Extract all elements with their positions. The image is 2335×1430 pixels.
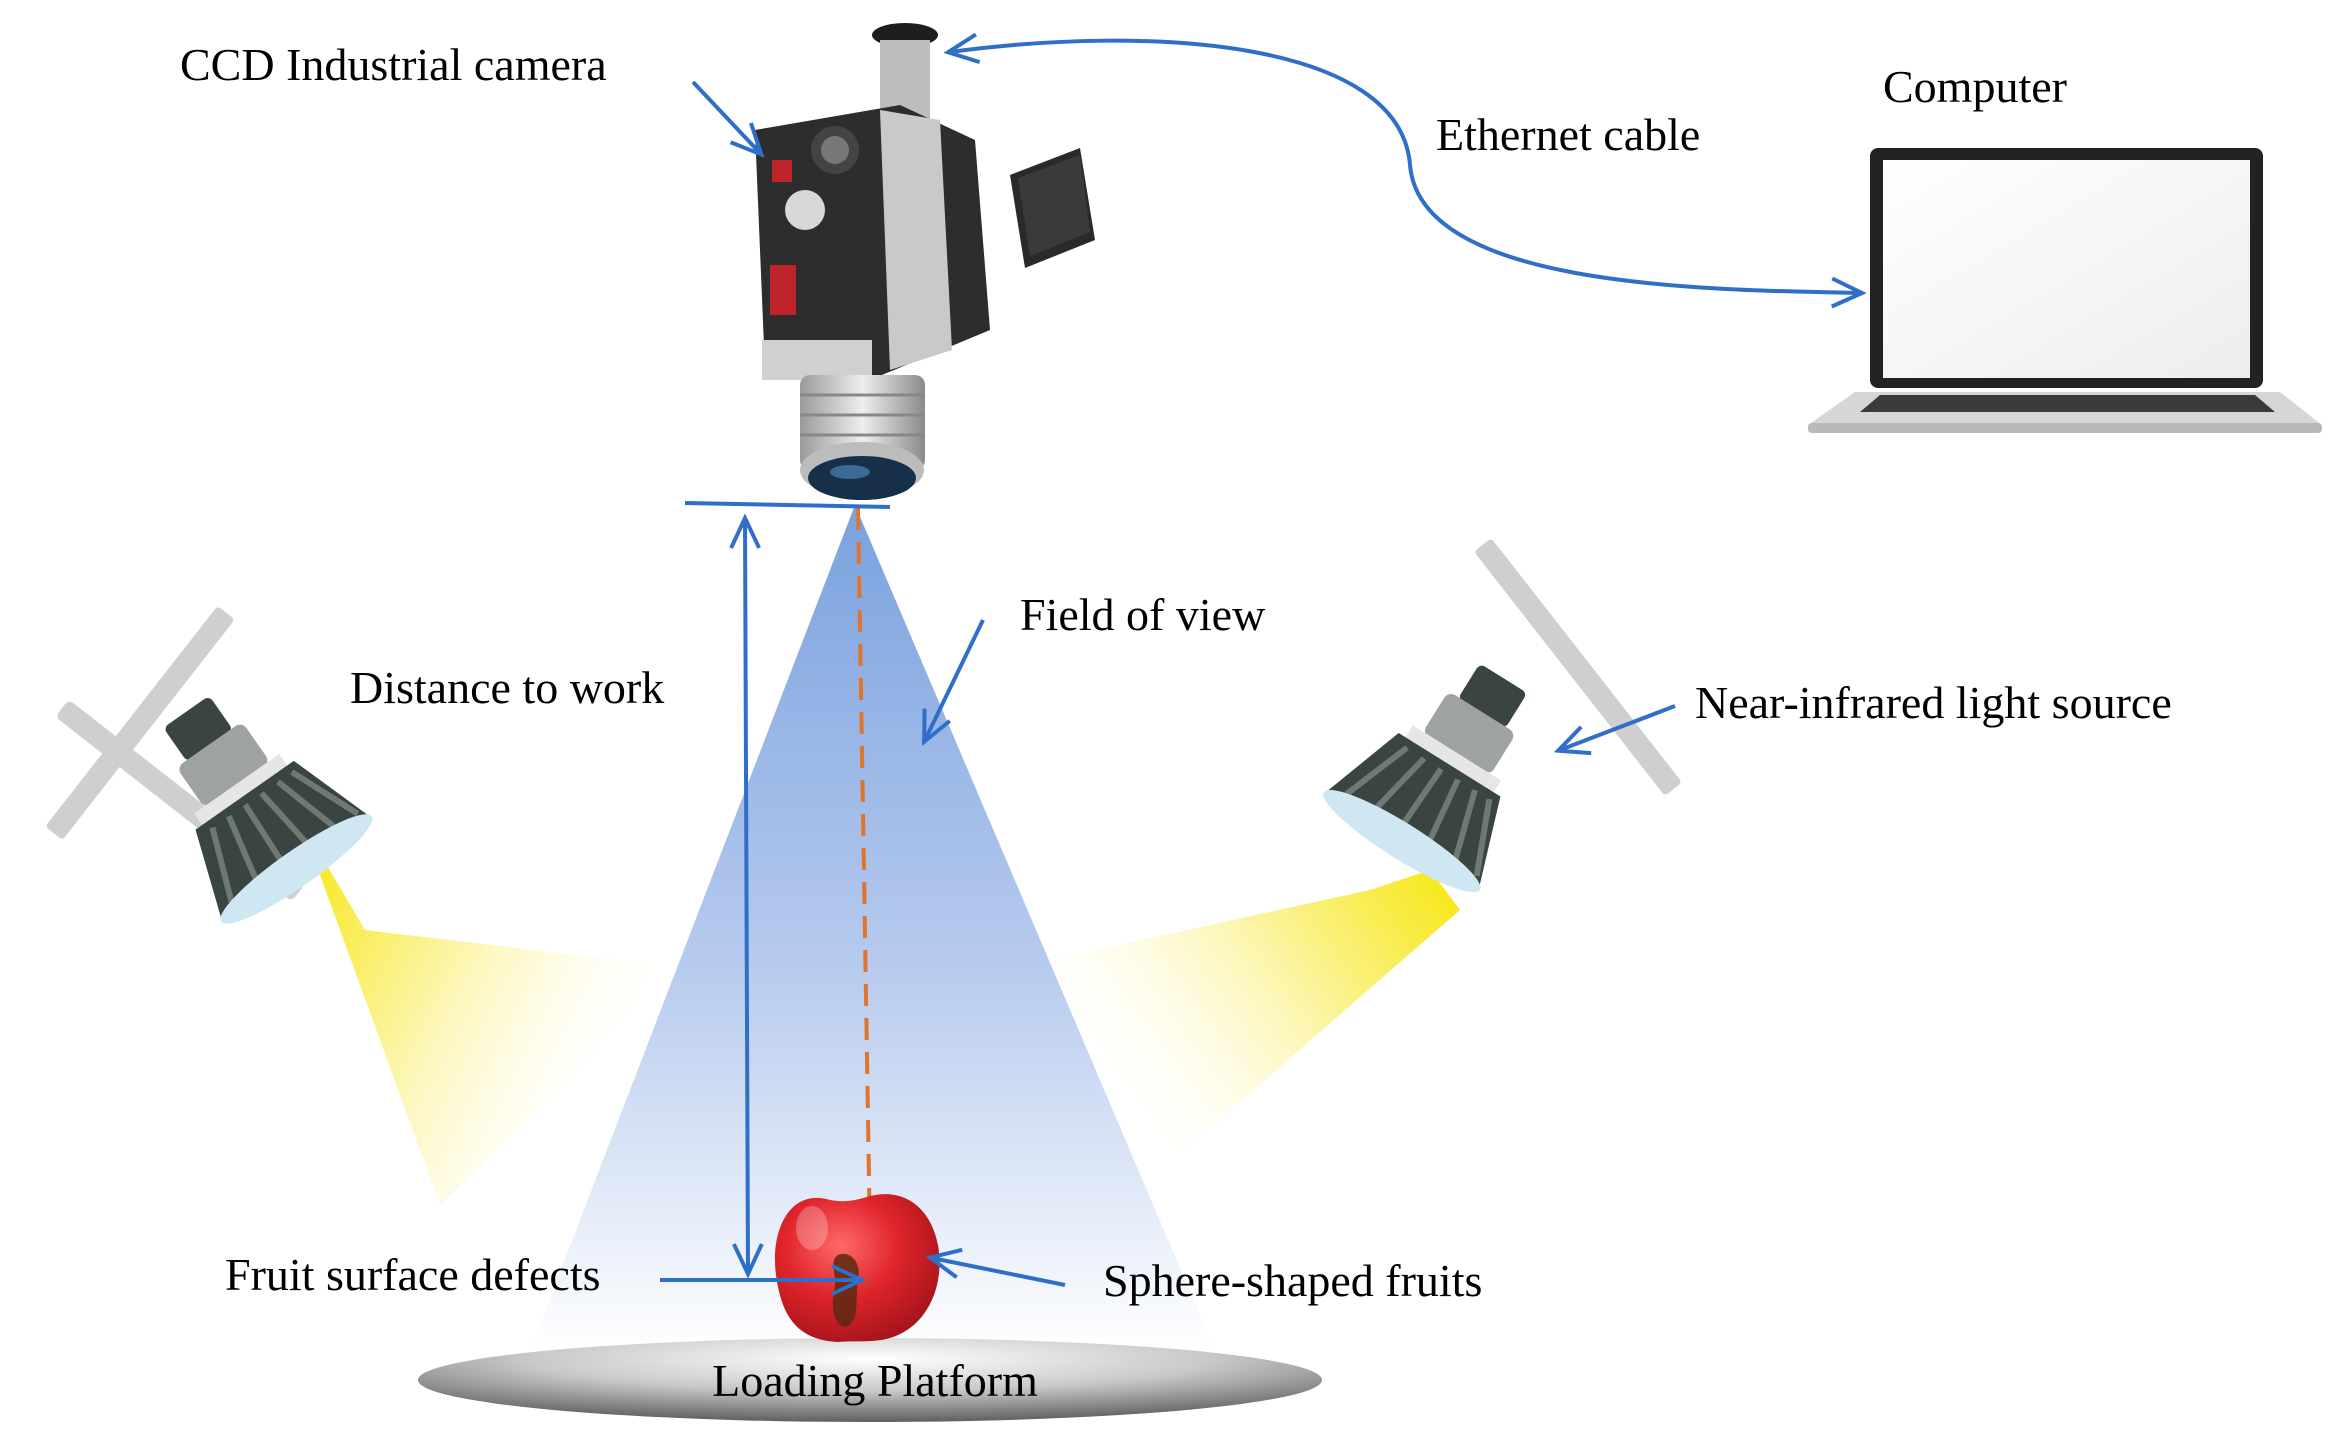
fruits-label: Sphere-shaped fruits [1103,1255,1482,1306]
right-light-beam [1050,870,1460,1180]
fruit-pointer-arrow [932,1258,1066,1287]
led-bulb-left [165,697,373,924]
nir-pointer-arrow [1560,704,1676,750]
distance-arrow [745,520,748,1272]
platform-label: Loading Platform [712,1355,1038,1406]
laptop-icon [1808,148,2322,433]
field-of-view-cone [530,505,1215,1350]
right-lamp-mount [1475,539,1681,795]
distance-label: Distance to work [350,662,664,713]
led-bulb-right [1323,665,1526,893]
fov-label: Field of view [1020,589,1266,640]
industrial-camera-icon [755,23,1095,500]
ethernet-cable [950,41,1860,293]
camera-label: CCD Industrial camera [180,39,607,90]
left-light-beam [300,820,660,1205]
left-lamp-mount [46,607,234,839]
optical-axis-line [856,507,872,1241]
apple-icon [774,1194,940,1342]
defects-label: Fruit surface defects [225,1249,601,1300]
ethernet-label: Ethernet cable [1436,109,1700,160]
lens-plane-line [684,501,891,509]
computer-label: Computer [1883,61,2067,112]
camera-pointer-arrow [691,80,760,153]
nir-light-label: Near-infrared light source [1695,677,2172,728]
fov-pointer-arrow [925,619,985,740]
loading-platform [418,1338,1322,1422]
